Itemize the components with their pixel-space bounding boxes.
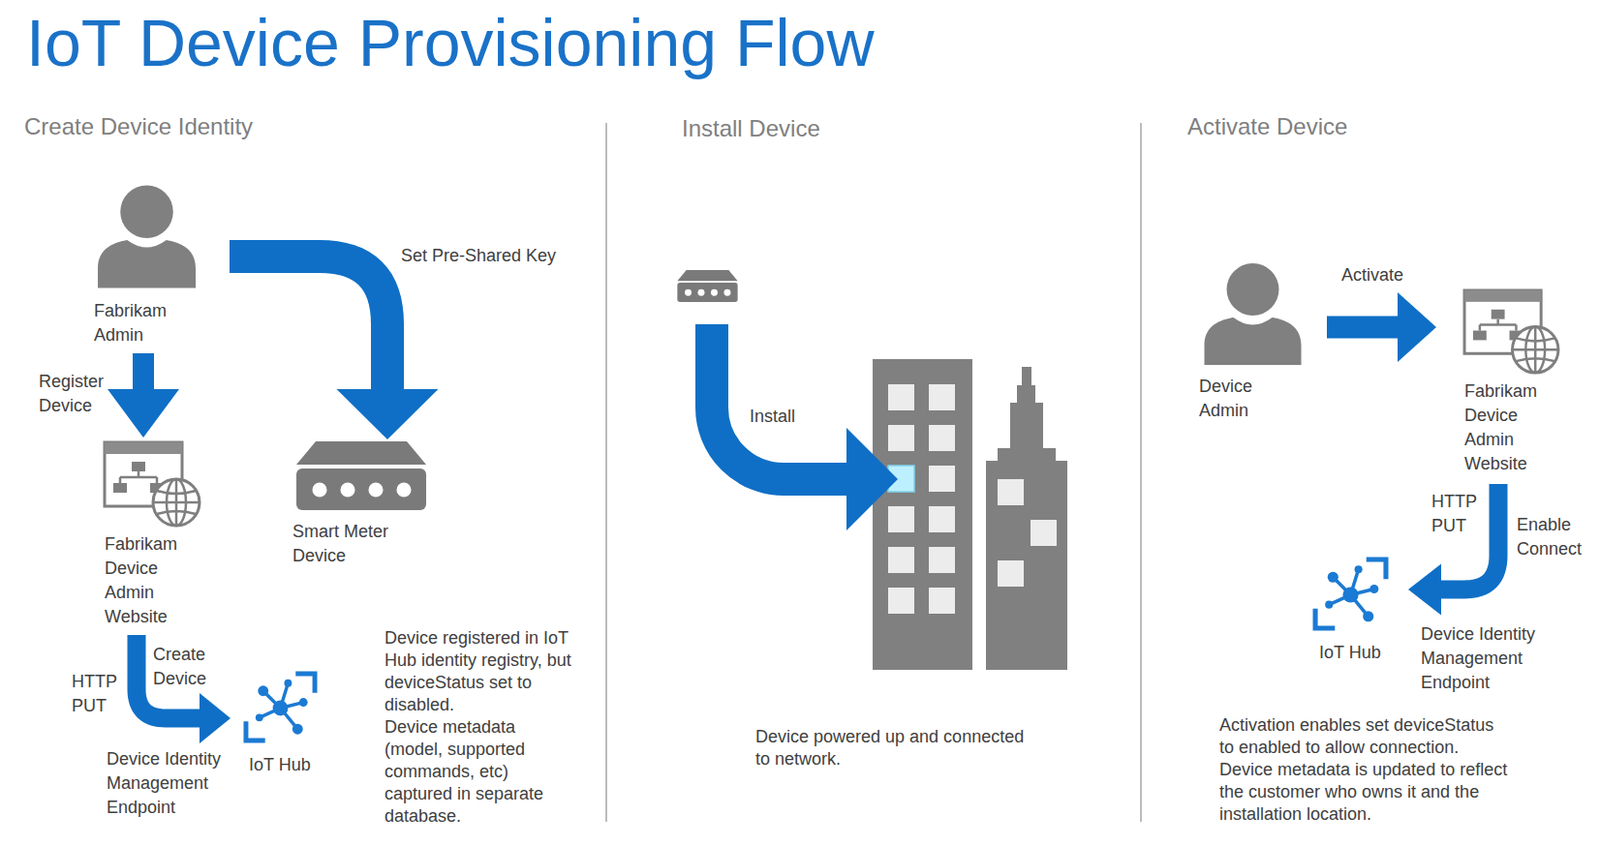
smart-meter-icon (296, 441, 427, 511)
hub-node: IoT Hub (1311, 555, 1391, 666)
arrow-label: Install (749, 404, 796, 430)
arrow-label: Activate (1341, 263, 1404, 288)
person-icon (97, 184, 196, 288)
window (1030, 520, 1057, 547)
note-text: Device registered in IoT Hub identity re… (384, 627, 579, 717)
arrowhead (1397, 292, 1437, 363)
node-label: Smart Meter Device (292, 520, 409, 569)
arrowhead (1408, 564, 1442, 616)
person-node: Device Admin (1199, 262, 1306, 424)
flow-arrow (1326, 292, 1437, 363)
flow-arrow (1408, 484, 1499, 616)
note-text: Activation enables set deviceStatus to e… (1219, 714, 1510, 827)
node-label: Device Admin (1199, 374, 1277, 424)
arrow-label: Enable Connect (1516, 513, 1587, 562)
window (928, 547, 955, 574)
website-node: Fabrikam Device Admin Website (1461, 288, 1563, 477)
arrowhead (107, 389, 180, 438)
endpoint-label: Device Identity Management Endpoint (106, 747, 231, 821)
window (928, 587, 955, 615)
protocol-label: HTTP PUT (1431, 490, 1485, 539)
node-label: Fabrikam Device Admin Website (104, 532, 192, 630)
window (997, 479, 1024, 506)
arrowhead (199, 693, 231, 744)
section-heading: Install Device (681, 117, 821, 141)
website-icon (104, 442, 200, 526)
flow-arrow (107, 353, 180, 438)
arrow-label: Create Device (153, 643, 214, 692)
section-heading: Create Device Identity (24, 115, 253, 139)
section-divider (605, 123, 608, 823)
meter-node: Smart Meter Device (292, 441, 429, 569)
flow-arrow (229, 256, 439, 440)
arrow-shaft (229, 256, 388, 391)
window (888, 587, 915, 615)
spire-tower (985, 367, 1068, 671)
window (888, 425, 915, 452)
node-label: IoT Hub (1319, 641, 1391, 666)
window (928, 465, 955, 493)
arrowhead (337, 389, 439, 440)
window (928, 506, 955, 533)
window (888, 506, 915, 533)
flow-arrow (136, 635, 231, 744)
window (928, 425, 955, 452)
node-label: IoT Hub (248, 753, 320, 778)
node-label: Fabrikam Admin (93, 299, 182, 348)
iot-hub-icon (246, 674, 315, 741)
person-icon (1204, 263, 1302, 366)
install-arrowhead (846, 428, 898, 531)
office-tower (872, 359, 973, 671)
note-text: Device powered up and connected to netwo… (755, 726, 1037, 771)
section-heading: Activate Device (1187, 115, 1348, 139)
window (928, 384, 955, 411)
device-icon (676, 270, 738, 303)
hub-node: IoT Hub (242, 670, 320, 778)
arrow-shaft (1326, 316, 1399, 339)
protocol-label: HTTP PUT (71, 670, 125, 719)
person-node: Fabrikam Admin (92, 184, 198, 348)
arrow-label: Set Pre-Shared Key (400, 244, 556, 269)
arrow-shaft (132, 353, 154, 391)
building-illustration (872, 359, 1068, 671)
iot-hub-icon (1315, 559, 1386, 629)
install-arrow (711, 324, 849, 480)
window (997, 560, 1024, 587)
arrow-label: Register Device (38, 369, 112, 419)
node-label: Fabrikam Device Admin Website (1464, 379, 1552, 477)
note-text: Device metadata (model, supported comman… (384, 716, 579, 829)
section-divider (1139, 123, 1142, 823)
website-node: Fabrikam Device Admin Website (102, 440, 204, 630)
window (888, 384, 915, 411)
diagram-title: IoT Device Provisioning Flow (26, 9, 875, 76)
endpoint-label: Device Identity Management Endpoint (1420, 622, 1545, 696)
website-icon (1464, 290, 1559, 373)
window (888, 547, 915, 574)
